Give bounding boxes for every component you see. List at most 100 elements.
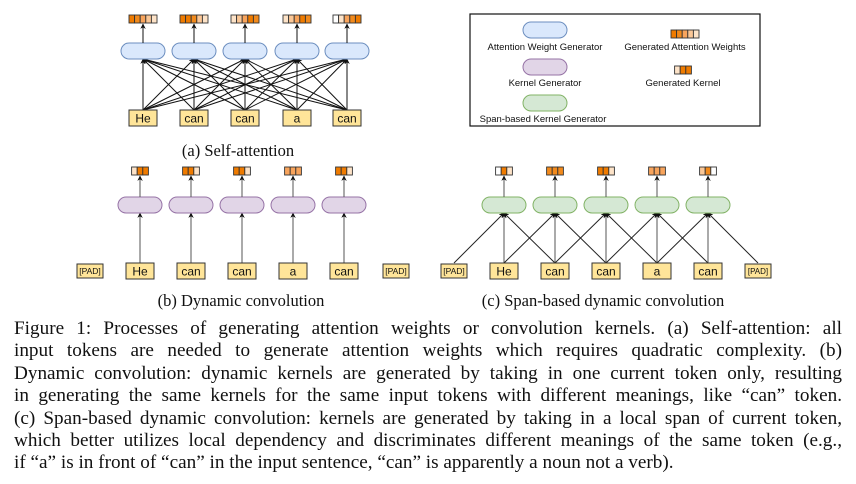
token-label: can xyxy=(232,264,251,278)
span-kernel-generator xyxy=(481,196,527,214)
span-kernel-generator xyxy=(685,196,731,214)
token-label: can xyxy=(337,111,356,125)
token-label: can xyxy=(235,111,254,125)
token-box xyxy=(332,109,362,127)
kernel-vector xyxy=(182,166,200,176)
legend-kernel-generator-label: Kernel Generator xyxy=(509,78,582,89)
span-kernel-vector xyxy=(495,166,513,176)
attention-weight-vector xyxy=(128,14,158,24)
token-label: [PAD] xyxy=(748,267,768,276)
attention-weight-vector xyxy=(179,14,209,24)
weight-cell xyxy=(233,166,240,176)
pad-token: [PAD] xyxy=(440,263,468,279)
weight-cell xyxy=(343,14,351,24)
token-box xyxy=(230,109,260,127)
weight-cell xyxy=(179,14,187,24)
weight-cell xyxy=(685,65,692,75)
legend-kernel-vector xyxy=(674,65,692,75)
weight-cell xyxy=(338,14,345,24)
weight-cell xyxy=(557,166,564,176)
weight-cell xyxy=(349,14,356,24)
pad-token: [PAD] xyxy=(382,263,410,279)
kernel-vector xyxy=(284,166,302,176)
token-label: a xyxy=(290,264,297,278)
weight-cell xyxy=(241,14,249,24)
caption-line: Dynamic convolution: dynamic kernels are… xyxy=(14,362,842,384)
token-label: He xyxy=(496,264,512,278)
attention-weight-vectors xyxy=(128,14,362,43)
token-label: can xyxy=(184,111,203,125)
attention-edge xyxy=(142,57,298,111)
kernel-vector xyxy=(335,166,353,176)
weight-cell xyxy=(699,166,706,176)
weight-cell xyxy=(597,166,604,176)
weight-cell xyxy=(236,14,243,24)
pad-token: [PAD] xyxy=(744,263,772,279)
span-conv-edges xyxy=(453,212,759,264)
legend-kernel-label: Generated Kernel xyxy=(646,78,721,89)
weight-cell xyxy=(193,166,200,176)
token: a xyxy=(282,109,312,127)
weight-cell xyxy=(506,166,513,176)
span-input-arrow xyxy=(554,212,607,264)
legend: Attention Weight Generator Generated Att… xyxy=(469,13,761,127)
kernel-generator xyxy=(168,196,214,214)
token-box xyxy=(179,109,209,127)
self-attention-edges xyxy=(140,57,350,111)
token: He xyxy=(128,109,158,127)
weight-cell xyxy=(546,166,553,176)
attention-weight-vector xyxy=(332,14,362,24)
attention-generators xyxy=(120,42,370,60)
weight-cell xyxy=(139,14,147,24)
pad-token: [PAD] xyxy=(76,263,104,279)
attention-generator xyxy=(171,42,217,60)
legend-border xyxy=(469,13,761,127)
self-attention-tokens: He can can a can xyxy=(128,109,362,127)
kernel-vector xyxy=(131,166,149,176)
kernel-vector xyxy=(233,166,251,176)
legend-span-generator-label: Span-based Kernel Generator xyxy=(480,114,607,125)
span-input-arrow xyxy=(605,212,658,264)
weight-cell xyxy=(244,166,251,176)
token-box xyxy=(693,262,723,280)
weight-cell xyxy=(288,14,295,24)
token-box xyxy=(125,262,155,280)
weight-cell xyxy=(299,14,306,24)
weight-cell xyxy=(136,166,144,176)
attention-edge xyxy=(296,58,348,111)
span-input-arrow xyxy=(656,212,709,264)
dynamic-conv-edges xyxy=(137,212,347,263)
weight-cell xyxy=(354,14,362,24)
token: can xyxy=(540,262,570,280)
legend-weight-vector xyxy=(670,29,700,39)
token: can xyxy=(591,262,621,280)
attention-edge xyxy=(193,57,348,111)
weight-cell xyxy=(230,14,238,24)
weight-cell xyxy=(293,14,301,24)
token: a xyxy=(278,262,308,280)
weight-cell xyxy=(679,65,687,75)
token-box xyxy=(744,263,772,279)
legend-attention-weights-swatch xyxy=(670,29,700,39)
weight-cell xyxy=(674,65,681,75)
panel-a-caption: (a) Self-attention xyxy=(182,141,294,160)
weight-cell xyxy=(282,14,290,24)
span-kernel-generators xyxy=(481,196,731,214)
weight-cell xyxy=(500,166,508,176)
token-box xyxy=(227,262,257,280)
token: can xyxy=(329,262,359,280)
weight-cell xyxy=(648,166,655,176)
weight-cell xyxy=(710,166,717,176)
weight-cell xyxy=(335,166,342,176)
token-label: He xyxy=(135,111,151,125)
attention-edge xyxy=(142,57,348,111)
kernel-generator xyxy=(117,196,163,214)
weight-cell xyxy=(134,14,141,24)
token-box xyxy=(278,262,308,280)
token-label: can xyxy=(698,264,717,278)
weight-cell xyxy=(608,166,615,176)
caption-line: (c) Span-based dynamic convolution: kern… xyxy=(14,407,842,429)
